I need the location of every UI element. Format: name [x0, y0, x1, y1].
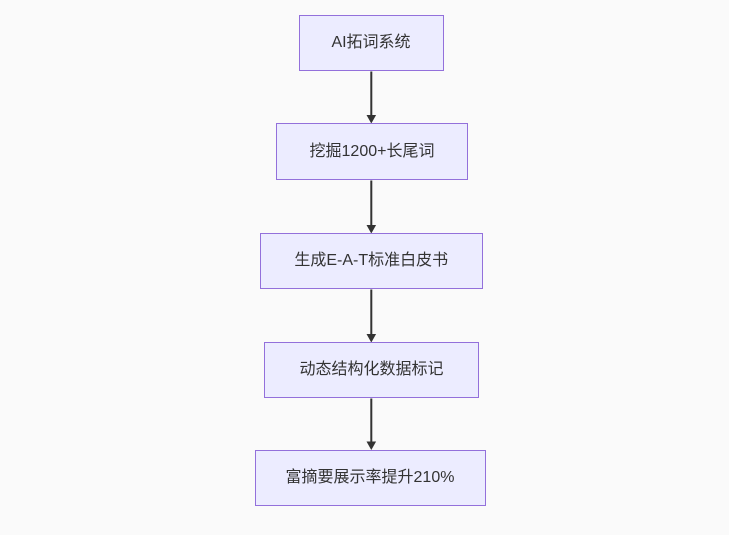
node-label: 挖掘1200+长尾词 — [309, 142, 435, 160]
flowchart-node-step-5: 富摘要展示率提升210% — [254, 449, 486, 506]
node-label: 富摘要展示率提升210% — [285, 469, 455, 487]
arrowhead-icon — [366, 441, 377, 450]
arrowhead-icon — [366, 115, 377, 124]
node-label: 生成E-A-T标准白皮书 — [294, 252, 449, 270]
edge-step1-step2 — [366, 71, 377, 124]
flowchart-node-step-3: 生成E-A-T标准白皮书 — [260, 233, 483, 289]
flowchart-node-step-4: 动态结构化数据标记 — [264, 342, 479, 398]
flowchart-node-step-1: AI拓词系统 — [298, 14, 444, 71]
edge-step2-step3 — [366, 180, 377, 234]
arrowhead-icon — [366, 225, 377, 234]
node-label: AI拓词系统 — [331, 34, 411, 52]
edge-step3-step4 — [366, 289, 377, 343]
flowchart-node-step-2: 挖掘1200+长尾词 — [276, 123, 468, 180]
node-label: 动态结构化数据标记 — [299, 361, 444, 379]
arrowhead-icon — [366, 334, 377, 343]
edge-step4-step5 — [366, 398, 377, 450]
